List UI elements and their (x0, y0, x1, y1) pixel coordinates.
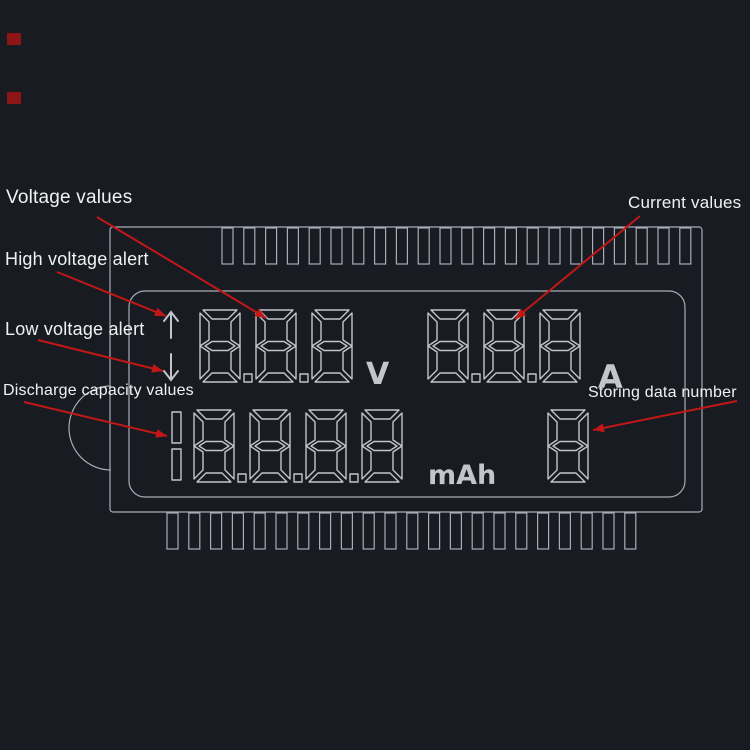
annotation-arrow-low (37, 339, 164, 373)
annotation-arrow-current (514, 215, 641, 320)
red-marker-top (7, 33, 21, 45)
lcd-glass-outline (68, 226, 703, 550)
alert-indicators (163, 310, 179, 382)
annotation-arrow-capacity (23, 401, 168, 438)
voltage-values-label: Voltage values (6, 187, 133, 208)
bottom-connector-pins (166, 512, 637, 550)
low-voltage-alert-label: Low voltage alert (5, 319, 145, 339)
storing-digit (547, 409, 589, 483)
segment-digits (171, 309, 589, 483)
discharge-capacity-label: Discharge capacity values (3, 382, 194, 399)
voltage-unit-label: V (366, 357, 390, 392)
capacity-digits (171, 409, 403, 483)
left-edge-arc (68, 385, 112, 471)
red-marker-bottom (7, 92, 21, 104)
up-arrow-icon (163, 310, 179, 339)
down-arrow-icon (163, 353, 179, 382)
capacity-unit-label: mAh (428, 460, 496, 491)
unit-labels: V A mAh (366, 357, 623, 491)
annotation-arrow-high (56, 271, 167, 317)
current-digits (427, 309, 581, 383)
display-area-outline (128, 290, 686, 498)
annotation-arrows (23, 215, 738, 438)
current-values-label: Current values (628, 193, 742, 212)
voltage-digits (199, 309, 353, 383)
current-unit-label: A (598, 358, 623, 396)
high-voltage-alert-label: High voltage alert (5, 249, 149, 269)
top-connector-pins (221, 227, 692, 265)
annotation-arrow-storing (592, 400, 738, 433)
storing-data-label: Storing data number (588, 384, 737, 401)
glass-outer-rect (109, 226, 703, 513)
annotation-arrow-voltage (96, 216, 267, 319)
